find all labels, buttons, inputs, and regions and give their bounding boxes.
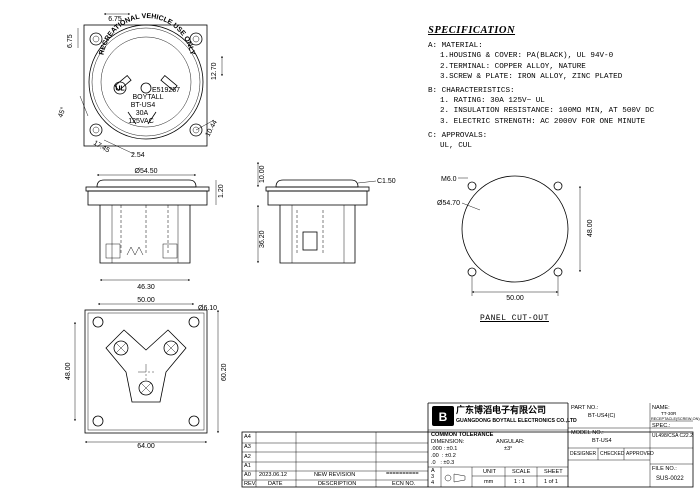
dim-50-00-panel: 50.00 [506, 295, 524, 302]
company-logo-icon: B [432, 406, 454, 426]
spec-approvals: UL, CUL [440, 142, 472, 151]
svg-text:UL: UL [115, 86, 125, 93]
spec-material-head: A: MATERIAL: [428, 42, 483, 51]
spec-char-1: 1. RATING: 30A 125V~ UL [440, 97, 545, 106]
spec-material-3: 3.SCREW & PLATE: IRON ALLOY, ZINC PLATED [440, 72, 623, 81]
tol-dimension: DIMENSION: [431, 439, 465, 445]
rev-row-a2: A2 [244, 454, 251, 460]
spec-char-head: B: CHARACTERISTICS: [428, 87, 515, 96]
hdr-date: DATE [268, 481, 283, 487]
size-letter-a: A [431, 468, 435, 474]
hdr-ecn: ECN NO. [392, 481, 416, 487]
designer-label: DESIGNER [570, 451, 597, 457]
rev-ecn: ========== [386, 471, 419, 477]
file-no-value: SUS-0022 [656, 476, 684, 482]
rev-description: NEW REVISION [314, 472, 356, 478]
dim-36-20: 36.20 [259, 230, 266, 248]
rev-row-a1: A1 [244, 463, 251, 469]
scale-label: SCALE [512, 469, 531, 475]
tol-row-1: .000 : ±0.1 [431, 446, 458, 452]
specification-block: SPECIFICATION A: MATERIAL: 1.HOUSING & C… [428, 25, 693, 151]
unit-value: mm [484, 479, 494, 485]
dim-d54-70: Ø54.70 [437, 200, 460, 207]
front-face-view: RECREATIONAL VEHICLE USE ONLY UL E519257… [56, 13, 223, 159]
panel-cutout-caption: PANEL CUT-OUT [480, 314, 549, 323]
checked-label: CHECKED [600, 451, 625, 457]
face-rating-v: 125VAC [128, 118, 154, 125]
spec-char-2: 2. INSULATION RESISTANCE: 100MΩ MIN, AT … [440, 107, 655, 116]
name-label: NAME: [652, 405, 670, 411]
company-name-cn: 广东博滔电子有限公司 [456, 405, 547, 415]
sheet-value: 1 of 1 [544, 479, 558, 485]
dim-46-30: 46.30 [137, 284, 155, 291]
dim-1-20: 1.20 [218, 184, 225, 198]
face-rating-a: 30A [136, 110, 149, 117]
dim-m6-0: M6.0 [441, 176, 457, 183]
model-no-value: BT-US4 [592, 438, 612, 444]
rev-row-a3: A3 [244, 444, 251, 450]
ul-mark-icon: UL [113, 81, 127, 95]
rev-date: 2023.06.12 [259, 472, 287, 478]
side-view-front: Ø54.50 46.30 1.20 [85, 168, 225, 291]
dim-48-00: 48.00 [65, 362, 72, 380]
name-value-2: RECEPTACLE(SCREW-ON) [651, 417, 700, 421]
tol-angular-value: ±3° [504, 446, 513, 452]
dim-10-00: 10.00 [259, 165, 266, 183]
sheet-label: SHEET [544, 469, 563, 475]
title-block-grid: B [241, 402, 694, 488]
face-ul-number: E519257 [152, 87, 180, 94]
part-no-value: BT-US4(C) [588, 413, 616, 419]
file-no-label: FILE NO.: [652, 466, 677, 472]
tol-angular: ANGULAR: [496, 439, 525, 445]
company-name-en: GUANGDONG BOYTALL ELECTRONICS CO.,LTD [456, 418, 577, 424]
spec-char-3: 3. ELECTRIC STRENGTH: AC 2000V FOR ONE M… [440, 117, 646, 126]
hdr-description: DESCRIPTION [318, 481, 357, 487]
unit-label: UNIT [483, 469, 497, 475]
dim-50-00: 50.00 [137, 297, 155, 304]
size-letter-4: 4 [431, 480, 435, 486]
approved-label: APPROVED [626, 451, 654, 457]
scale-value: 1 : 1 [514, 479, 525, 485]
rev-row-a4: A4 [244, 434, 251, 440]
spec-title: SPECIFICATION [428, 25, 516, 36]
dim-6-75-top: 6.75 [108, 16, 122, 23]
dim-48-00-panel: 48.00 [587, 219, 594, 237]
hdr-rev: REV. [244, 481, 257, 487]
tol-row-2: .00 : ±0.2 [431, 453, 456, 459]
dim-6-75-left: 6.75 [67, 34, 74, 48]
dim-2-54: 2.54 [131, 152, 145, 159]
dim-60-20: 60.20 [221, 363, 228, 381]
tol-title: COMMON TOLERANCE [431, 432, 494, 438]
spec-value: UL498/CSA C22.2 [652, 433, 693, 439]
svg-text:B: B [439, 410, 448, 424]
face-model: BT-US4 [131, 102, 156, 109]
spec-label: SPEC.: [652, 423, 671, 429]
dim-64-00: 64.00 [137, 443, 155, 450]
size-letter-3: 3 [431, 474, 435, 480]
spec-material-2: 2.TERMINAL: COPPER ALLOY, NATURE [440, 62, 586, 71]
tol-row-3: .0 : ±0.3 [431, 460, 455, 466]
dim-d6-10: Ø6.10 [198, 305, 217, 312]
dim-c1-50: C1.50 [377, 178, 396, 185]
dim-d54-50: Ø54.50 [135, 168, 158, 175]
mounting-holes-top [89, 32, 203, 137]
face-brand: BOYTALL [133, 94, 164, 101]
model-no-label: MODEL NO.: [571, 430, 604, 436]
rear-view: 50.00 Ø6.10 48.00 60.20 64.00 [65, 297, 228, 450]
name-value-1: TT-30R [661, 411, 677, 416]
spec-approvals-head: C: APPROVALS: [428, 131, 488, 140]
part-no-label: PART NO.: [571, 405, 599, 411]
panel-cutout-view: M6.0 Ø54.70 48.00 50.00 [437, 175, 594, 302]
side-view-right: 10.00 36.20 C1.50 [257, 161, 396, 264]
projection-symbol-icon [444, 473, 466, 483]
dim-45-deg: 45° [56, 106, 67, 119]
spec-material-1: 1.HOUSING & COVER: PA(BLACK), UL 94V-0 [440, 52, 614, 61]
dim-12-70: 12.70 [211, 62, 218, 80]
rev-row-a0: A0 [244, 472, 251, 478]
